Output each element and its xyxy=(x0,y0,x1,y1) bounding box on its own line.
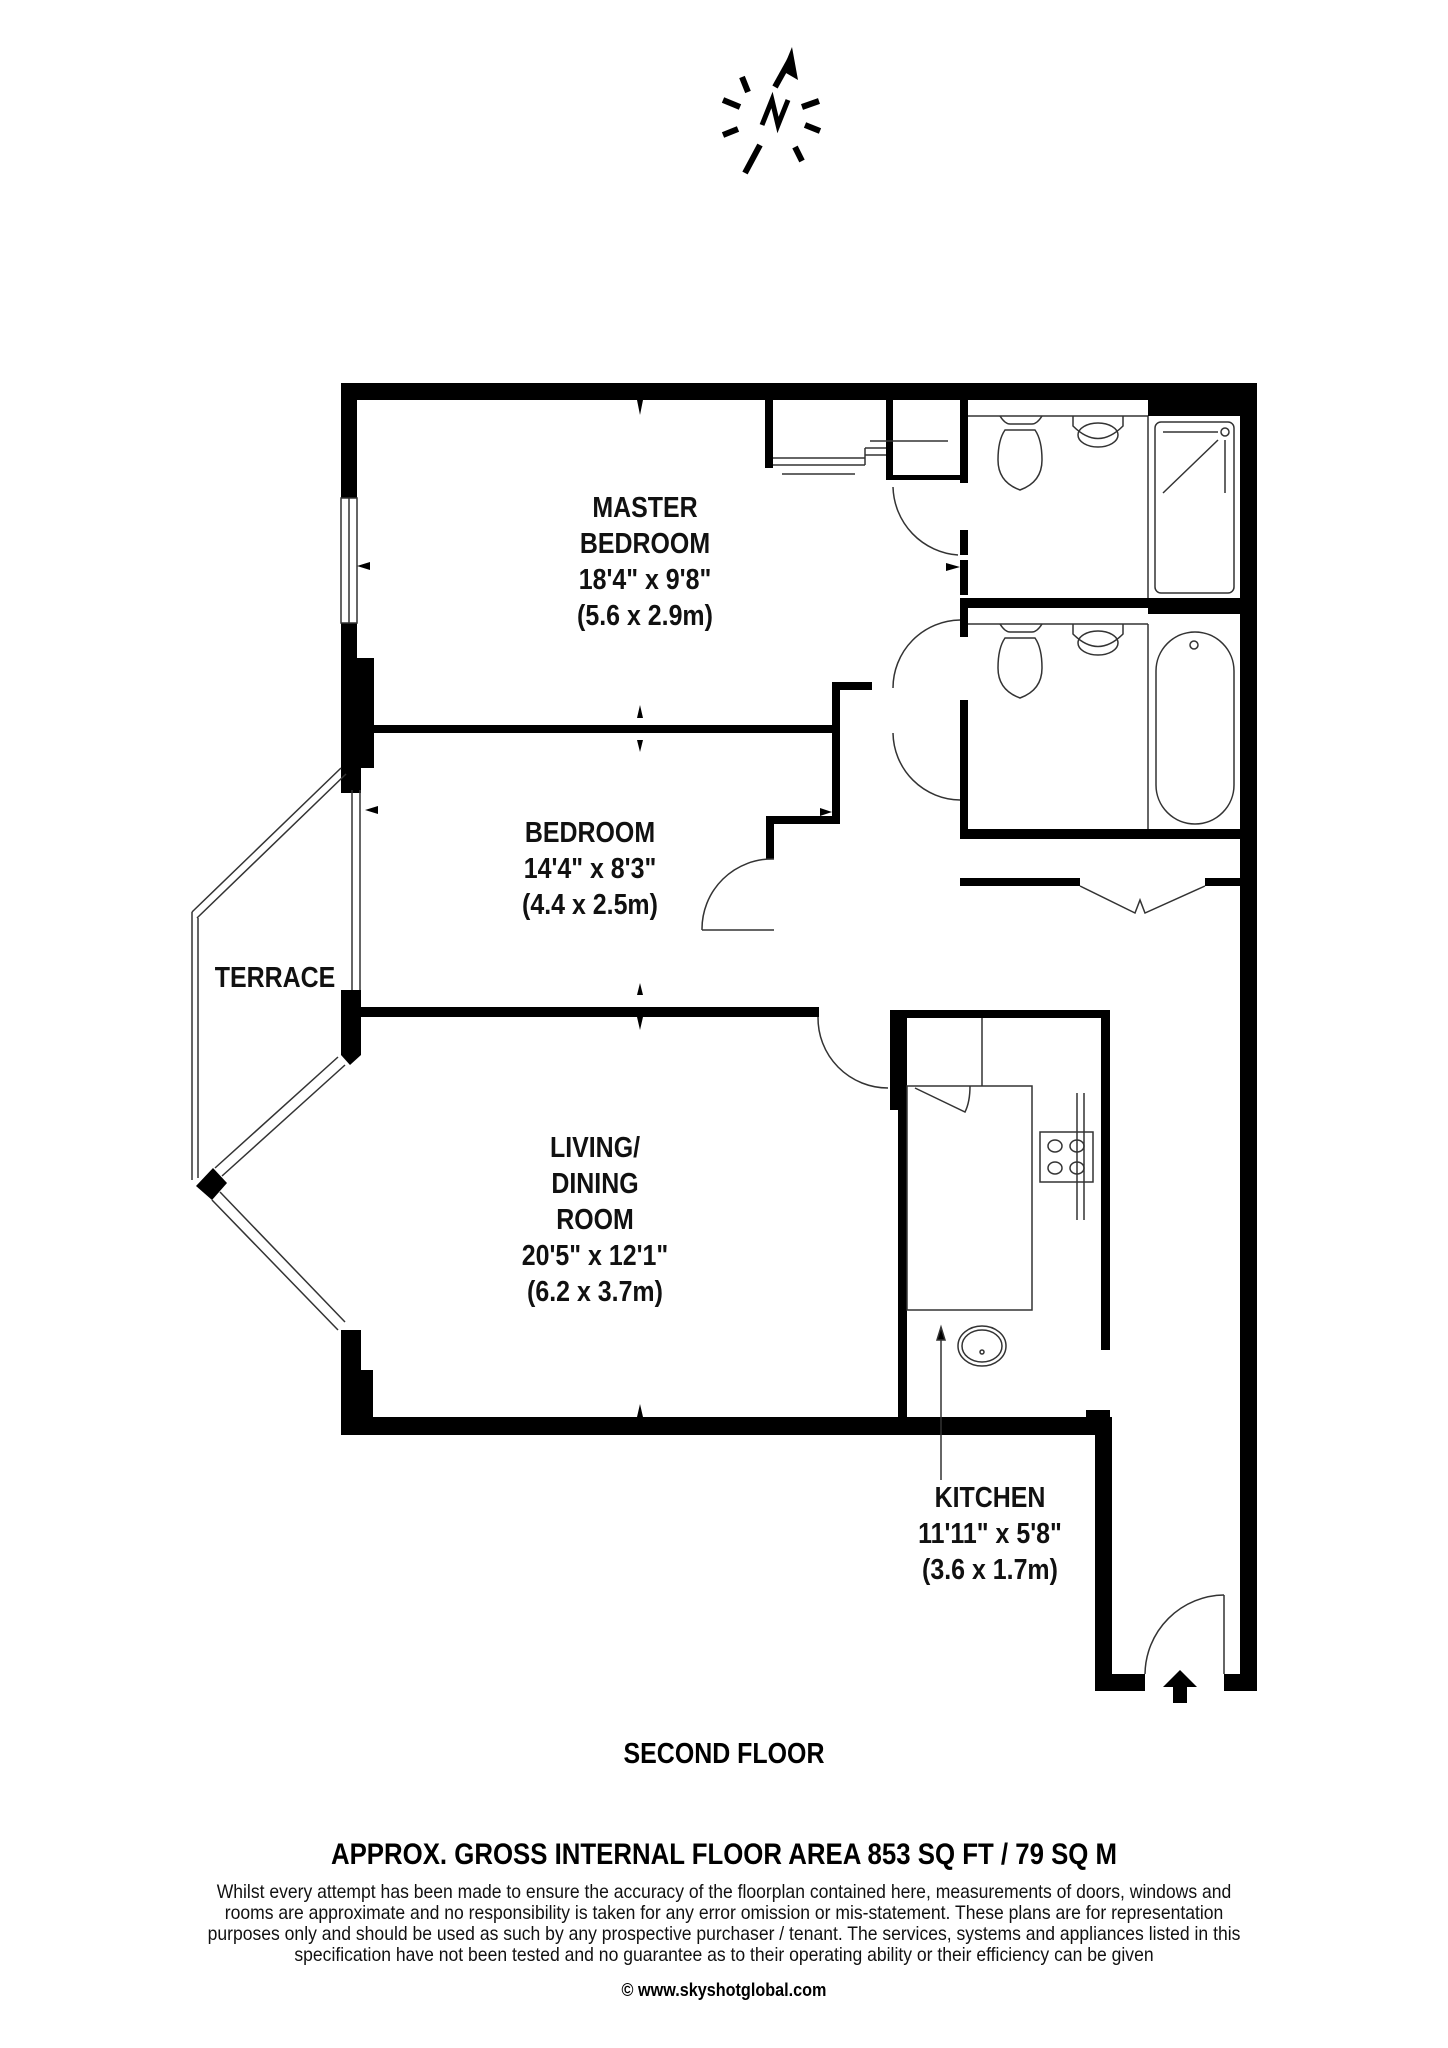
bathroom-fixtures xyxy=(968,623,1235,829)
room-label-kitchen: KITCHEN 11'11" x 5'8" (3.6 x 1.7m) xyxy=(918,1482,1062,1586)
kitchen-fixtures xyxy=(906,1018,1094,1480)
bathtub-icon xyxy=(1155,631,1235,825)
north-arrow-icon xyxy=(721,47,822,175)
floor-area: APPROX. GROSS INTERNAL FLOOR AREA 853 SQ… xyxy=(330,1838,1118,1871)
windows xyxy=(340,497,1085,1220)
basin-icon xyxy=(1077,422,1119,448)
disclaimer: Whilst every attempt has been made to en… xyxy=(207,1881,1241,1966)
room-label-terrace: TERRACE xyxy=(214,962,336,994)
room-label-bedroom: BEDROOM 14'4" x 8'3" (4.4 x 2.5m) xyxy=(522,817,658,921)
hob-icon xyxy=(1039,1131,1094,1183)
doors xyxy=(701,486,1225,1675)
toilet-icon xyxy=(997,415,1043,491)
toilet-icon xyxy=(997,623,1043,699)
walls xyxy=(196,383,1257,1691)
copyright-credit: © www.skyshotglobal.com xyxy=(621,1980,827,2000)
entrance-arrow-icon xyxy=(1163,1670,1197,1703)
terrace-balustrade xyxy=(191,767,347,1180)
room-label-living-dining: LIVING/ DINING ROOM 20'5" x 12'1" (6.2 x… xyxy=(521,1132,669,1308)
ensuite-fixtures xyxy=(968,415,1235,598)
wardrobe xyxy=(773,440,948,475)
room-label-master-bedroom: MASTER BEDROOM 18'4" x 9'8" (5.6 x 2.9m) xyxy=(577,492,713,632)
basin-icon xyxy=(1077,630,1119,656)
floor-title: SECOND FLOOR xyxy=(623,1738,825,1770)
measurement-markers xyxy=(357,400,960,1417)
sink-icon xyxy=(957,1325,1007,1367)
shower-tray-icon xyxy=(1154,421,1235,594)
bay-window xyxy=(211,1056,346,1331)
